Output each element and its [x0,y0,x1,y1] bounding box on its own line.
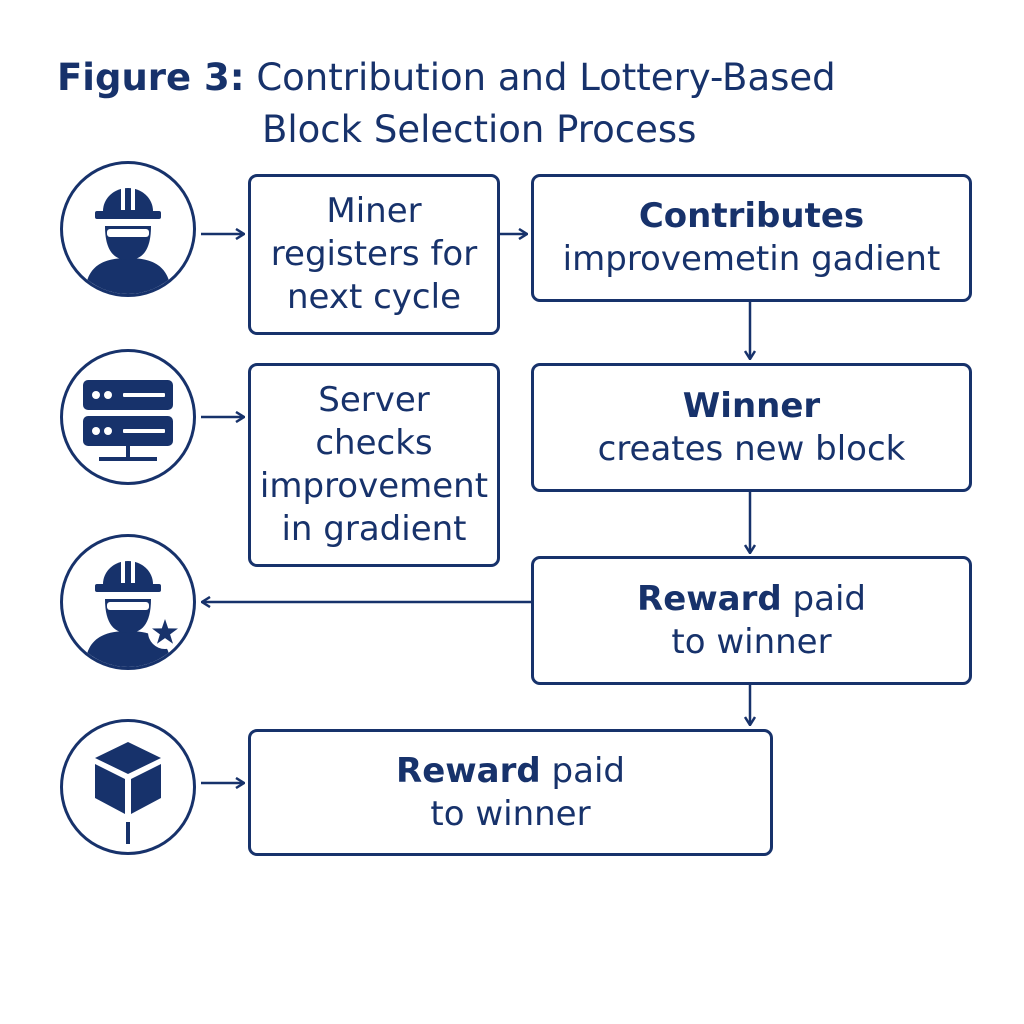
step-server-check-line-2: checks [315,423,433,463]
step-register-box: Miner registers for next cycle [248,174,500,335]
step-server-check-line-4: in gradient [281,509,467,549]
server-icon [60,349,196,485]
miner-icon [60,161,196,297]
step-register-line-1: Miner [326,191,422,231]
step-contributes-body: improvemetin gadient [562,239,941,279]
star-icon [152,619,178,644]
winner-miner-icon [60,534,196,670]
miner-icon-graphic [85,188,171,294]
step-reward-1-heading-rest: paid [792,578,866,619]
step-winner-box: Winner creates new block [531,363,972,492]
step-reward-1-heading: Reward [637,578,782,619]
step-reward-box-1: Reward paid to winner [531,556,972,685]
block-icon-graphic [95,742,161,844]
step-reward-2-heading-row: Reward paid [396,750,625,793]
step-register-line-2: registers for [270,234,478,274]
step-winner-body: creates new block [597,428,906,469]
step-reward-2-heading-rest: paid [551,750,625,791]
step-reward-box-2: Reward paid to winner [248,729,773,856]
step-contributes-heading: Contributes [638,196,865,236]
step-winner-heading: Winner [682,385,821,426]
block-icon [60,719,196,855]
figure-title-line-2: Block Selection Process [262,108,697,151]
step-server-check-line-1: Server [318,380,430,420]
winner-miner-icon-graphic [85,561,182,667]
step-register-line-3: next cycle [286,277,461,317]
step-reward-2-body: to winner [430,793,591,834]
server-icon-graphic [83,380,173,461]
step-reward-2-heading: Reward [396,750,541,791]
step-server-check-line-3: improvement [259,466,489,506]
step-reward-1-body: to winner [671,621,832,662]
step-reward-1-heading-row: Reward paid [637,578,866,621]
figure-number: Figure 3: [57,56,245,99]
step-server-check-box: Server checks improvement in gradient [248,363,500,567]
figure-title-line-1: Contribution and Lottery-Based [256,56,836,99]
figure-title: Figure 3: Contribution and Lottery-Based… [57,52,957,156]
step-contributes-box: Contributes improvemetin gadient [531,174,972,302]
